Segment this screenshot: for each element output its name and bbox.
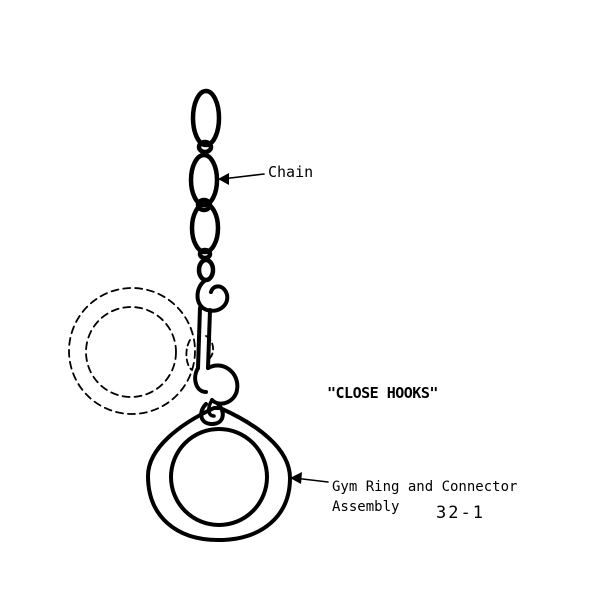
gym-ring-label-line-1: Gym Ring and Connector: [332, 479, 518, 495]
chain-link-side-1: [196, 139, 214, 155]
chain-label: Chain: [268, 163, 314, 181]
figure-number: 32-1: [436, 503, 485, 523]
gym-ring-label-line-2: Assembly: [332, 499, 400, 515]
chain: [188, 88, 222, 283]
chain-end-link: [196, 257, 216, 283]
gym-ring: [146, 406, 292, 542]
chain-link-top: [190, 88, 222, 148]
ring-open-position-outline: [68, 287, 196, 415]
close-hooks-label: "CLOSE HOOKS": [327, 384, 438, 402]
gym-ring-pointer-arrow: [290, 472, 329, 484]
chain-link-middle: [188, 152, 220, 208]
ring-connector: [199, 402, 225, 426]
hook-open-position-outline: [185, 335, 214, 371]
chain-pointer-arrow: [218, 173, 265, 185]
upper-s-hook: [193, 278, 240, 418]
